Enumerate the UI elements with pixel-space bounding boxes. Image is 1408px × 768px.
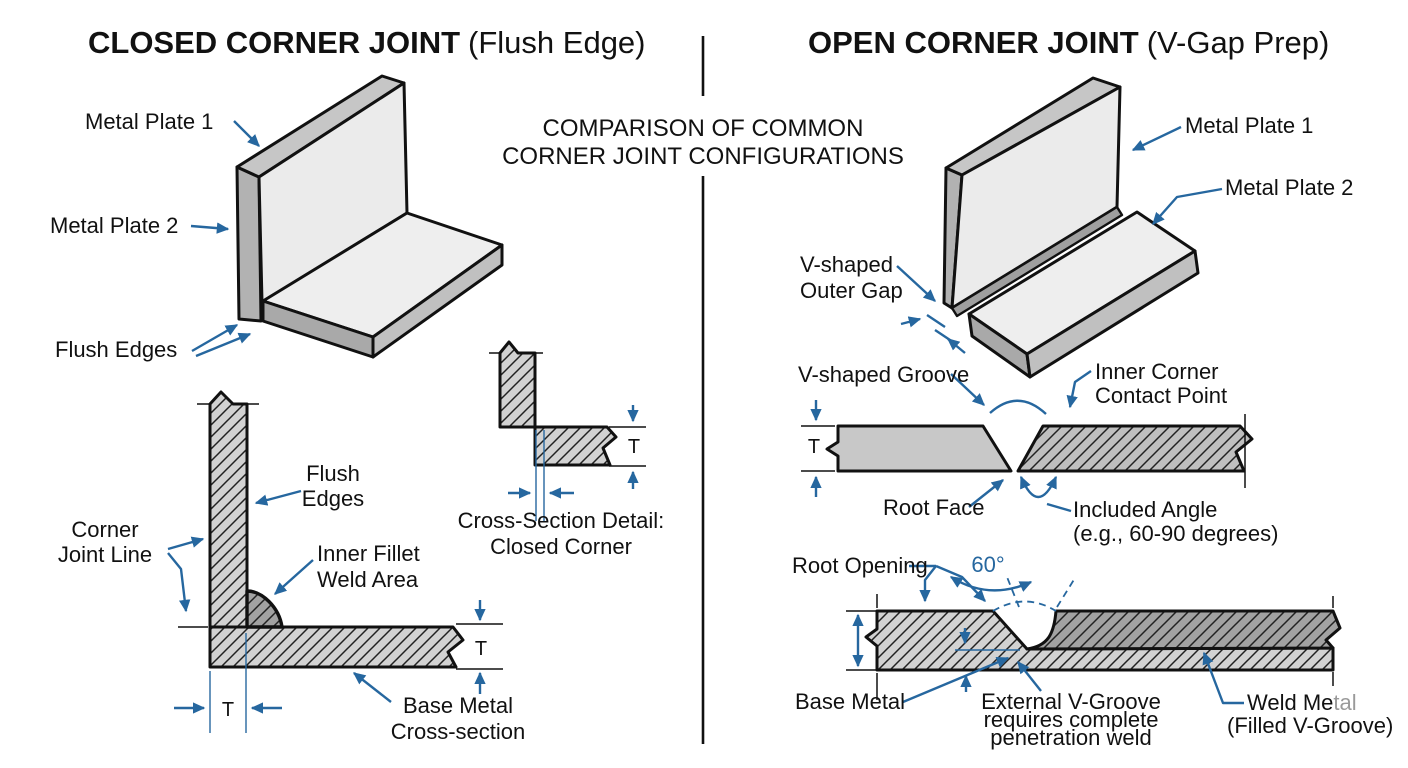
open-joint-title-bold: OPEN CORNER JOINT xyxy=(808,25,1139,60)
label-weld-metal-line2: (Filled V-Groove) xyxy=(1227,713,1393,738)
label-included-angle-line1: Included Angle xyxy=(1073,497,1217,522)
open-joint-iso-leaders xyxy=(896,125,1223,354)
dim-t-detail: T xyxy=(628,436,640,458)
closed-joint-iso-drawing xyxy=(235,74,504,359)
label-root-face: Root Face xyxy=(883,495,985,520)
label-included-angle-line2: (e.g., 60-90 degrees) xyxy=(1073,521,1278,546)
label-flush-edges-cs-line2: Edges xyxy=(302,486,364,511)
closed-joint-title-suffix: (Flush Edge) xyxy=(468,25,645,60)
label-weld-metal-line1: Weld Metal xyxy=(1247,690,1357,715)
label-weld-metal-part2: tal xyxy=(1333,690,1356,715)
label-v-gap-line1: V-shaped xyxy=(800,252,893,277)
open-joint-title: OPEN CORNER JOINT(V-Gap Prep) xyxy=(808,25,1329,60)
label-metal-plate-1-right: Metal Plate 1 xyxy=(1185,113,1313,138)
v-groove-leaders xyxy=(950,370,1092,513)
welded-joint-leaders xyxy=(902,564,1244,705)
label-detail-caption-line1: Cross-Section Detail: xyxy=(458,508,665,533)
label-inner-fillet-line2: Weld Area xyxy=(317,567,419,592)
label-metal-plate-2-left: Metal Plate 2 xyxy=(50,213,178,238)
label-root-opening: Root Opening xyxy=(792,553,928,578)
label-flush-edges-iso: Flush Edges xyxy=(55,337,177,362)
label-external-vgroove-line2: requires complete xyxy=(984,707,1159,732)
label-angle-60: 60° xyxy=(971,552,1004,577)
welded-joint-cross-section xyxy=(846,576,1342,700)
label-base-metal-cs-line2: Cross-section xyxy=(391,719,525,744)
label-corner-joint-line2: Joint Line xyxy=(58,542,152,567)
label-detail-caption-line2: Closed Corner xyxy=(490,534,632,559)
label-base-metal-cs-line1: Base Metal xyxy=(403,693,513,718)
closed-joint-title: CLOSED CORNER JOINT(Flush Edge) xyxy=(88,25,646,60)
center-heading-line1: COMPARISON OF COMMON xyxy=(543,115,864,142)
label-v-gap-line2: Outer Gap xyxy=(800,278,903,303)
label-corner-joint-line1: Corner xyxy=(71,517,138,542)
label-external-vgroove-line1: External V-Groove xyxy=(981,689,1161,714)
dim-t-groove-section: T xyxy=(808,436,820,458)
label-inner-corner-line1: Inner Corner xyxy=(1095,359,1219,384)
dim-t-bottom-left: T xyxy=(222,699,234,721)
label-inner-fillet-line1: Inner Fillet xyxy=(317,541,420,566)
open-joint-iso-drawing xyxy=(942,76,1200,379)
open-joint-title-suffix: (V-Gap Prep) xyxy=(1147,25,1330,60)
label-weld-metal-part1: Weld Me xyxy=(1247,690,1333,715)
closed-joint-cross-section xyxy=(178,390,465,669)
label-base-metal-weld: Base Metal xyxy=(795,689,905,714)
closed-joint-title-bold: CLOSED CORNER JOINT xyxy=(88,25,460,60)
label-inner-corner-line2: Contact Point xyxy=(1095,383,1227,408)
label-metal-plate-1-left: Metal Plate 1 xyxy=(85,109,213,134)
label-metal-plate-2-right: Metal Plate 2 xyxy=(1225,175,1353,200)
label-v-shaped-groove: V-shaped Groove xyxy=(798,362,969,387)
label-external-vgroove-line3: penetration weld xyxy=(990,725,1151,750)
closed-joint-cs-dimensions xyxy=(174,600,503,733)
v-groove-cross-section xyxy=(801,400,1254,497)
center-heading-line2: CORNER JOINT CONFIGURATIONS xyxy=(502,143,904,170)
dim-t-right-left-cs: T xyxy=(475,638,487,660)
label-flush-edges-cs-line1: Flush xyxy=(306,461,360,486)
closed-corner-detail-drawing xyxy=(489,340,646,521)
closed-joint-cs-leaders xyxy=(167,489,392,703)
closed-joint-iso-leaders xyxy=(190,120,260,358)
